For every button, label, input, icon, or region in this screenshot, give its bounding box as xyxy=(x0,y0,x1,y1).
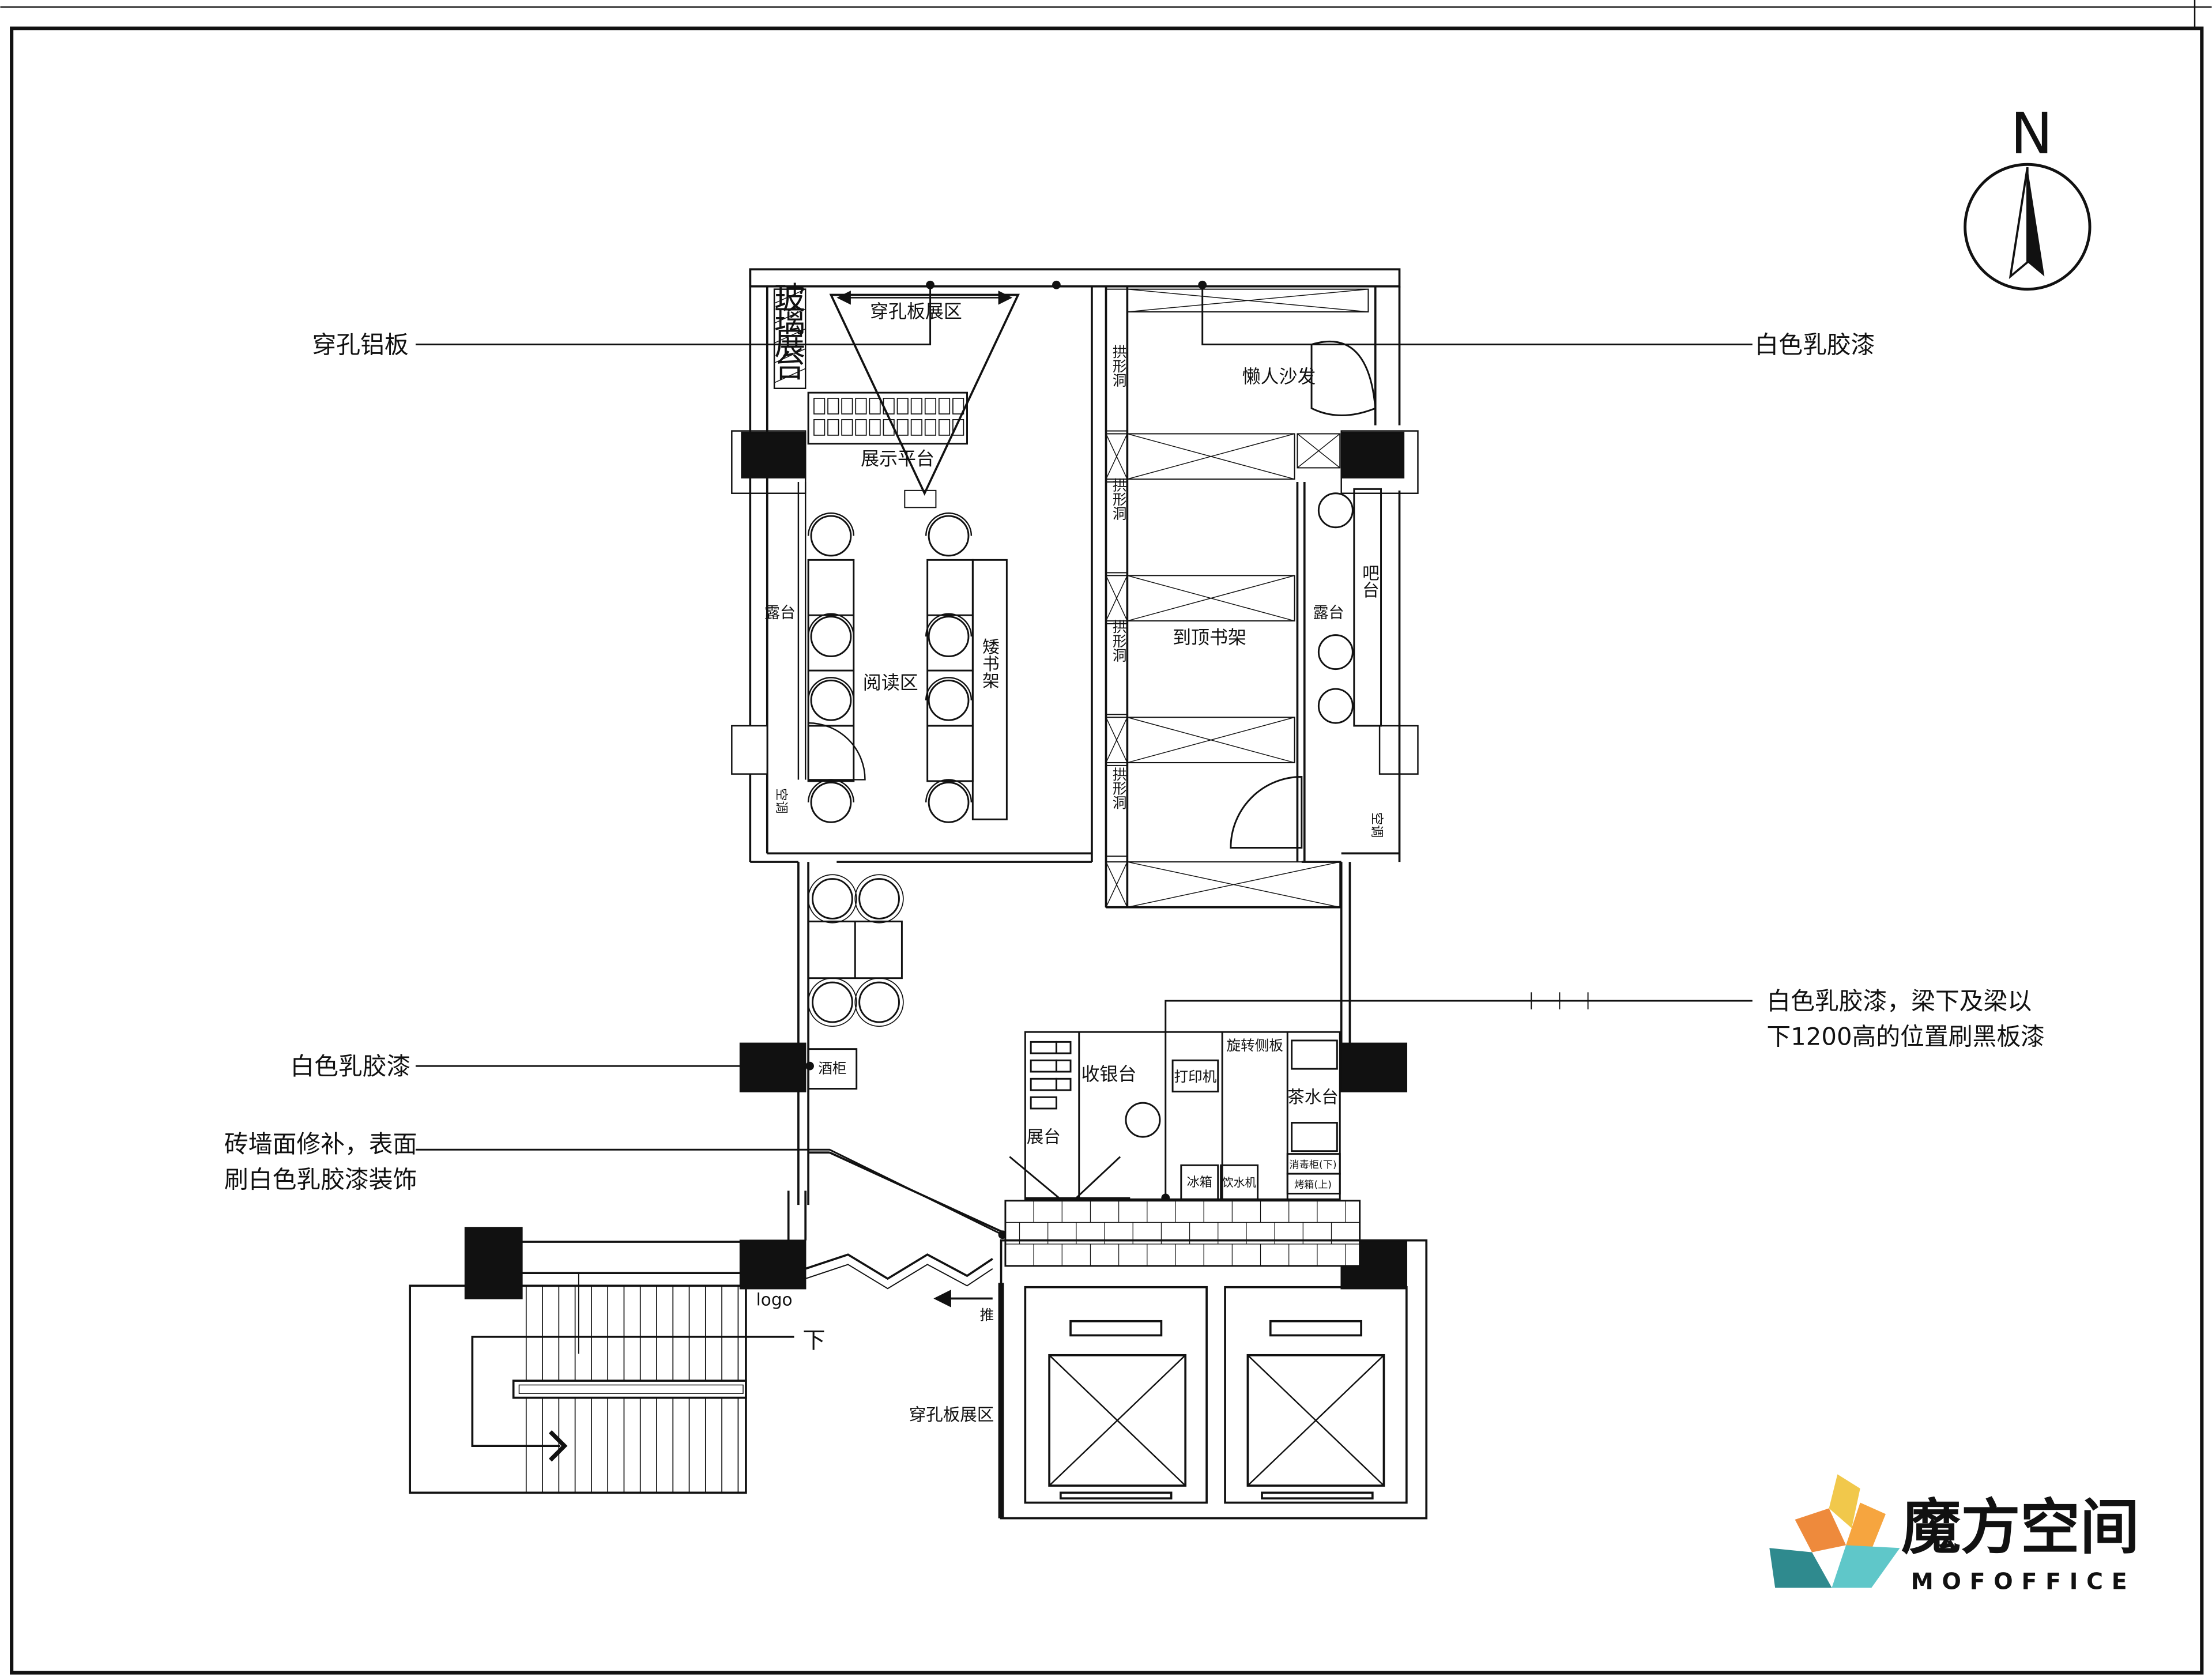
chair-icon xyxy=(807,779,855,823)
elevator-icon xyxy=(1024,1286,1208,1504)
entrance xyxy=(787,1151,1006,1307)
elevator-block xyxy=(998,1239,1428,1520)
staircase xyxy=(409,1241,794,1494)
tea-counter-label: 茶水台 xyxy=(1287,1087,1339,1107)
upper-left-room xyxy=(749,268,1401,1205)
ceiling-bookshelf xyxy=(1105,288,1369,908)
glass-display-char-1: 玻 xyxy=(774,280,805,316)
chair-icon xyxy=(854,874,904,924)
arch-hole-2: 拱形洞 xyxy=(1110,477,1127,520)
low-shelf-label: 矮书架 xyxy=(980,638,1000,689)
balcony-left-label: 露台 xyxy=(764,604,796,622)
annotation-blackboard-line1: 白色乳胶漆，梁下及梁以 xyxy=(1766,987,2032,1015)
structural-columns xyxy=(464,430,1419,1299)
balcony-right xyxy=(1230,488,1382,849)
svg-text:矮书架: 矮书架 xyxy=(980,638,1000,689)
chair-icon xyxy=(854,977,904,1027)
compass-north: N xyxy=(2010,101,2053,167)
chair-icon xyxy=(807,512,855,557)
annotation-perforated-aluminum: 穿孔铝板 xyxy=(312,330,408,359)
display-platform-label: 展示平台 xyxy=(861,448,934,470)
upper-right-room xyxy=(1105,286,1401,1043)
lazy-sofa: 懒人沙发 xyxy=(1242,341,1377,469)
chair-icon xyxy=(808,977,857,1027)
glass-display: 玻 璃 展 台 xyxy=(773,280,807,389)
annotation-brick-wall-line1: 砖墙面修补，表面 xyxy=(224,1130,417,1158)
rotating-board-label: 旋转侧板 xyxy=(1227,1037,1283,1054)
arch-hole-4: 拱形洞 xyxy=(1110,767,1127,809)
perforated-display-top-label: 穿孔板展区 xyxy=(870,300,962,322)
elevator-icon xyxy=(1224,1286,1408,1504)
perforated-display-top: 穿孔板展区 xyxy=(829,291,1020,496)
ac-right-label: 空调 xyxy=(1369,812,1384,838)
ac-left-label: 空调 xyxy=(774,788,789,813)
water-dispenser-label: 饮水机 xyxy=(1222,1176,1256,1189)
display-platform: 展示平台 xyxy=(807,391,968,508)
reading-area-label: 阅读区 xyxy=(863,672,918,694)
leader-lines xyxy=(415,285,1753,1236)
chair-icon xyxy=(808,874,857,924)
annotation-blackboard-line2: 下1200高的位置刷黑板漆 xyxy=(1766,1022,2045,1050)
brand-name-en: MOFOFFICE xyxy=(1911,1569,2136,1595)
balcony-left: 露台 空调 xyxy=(764,482,866,813)
ceiling-shelf-label: 到顶书架 xyxy=(1173,626,1246,648)
chair-icon xyxy=(925,512,973,557)
stair-arrow-icon xyxy=(548,1430,568,1462)
arch-hole-1: 拱形洞 xyxy=(1110,344,1127,387)
logo-label: logo xyxy=(756,1290,793,1310)
glass-display-char-2: 璃 xyxy=(774,303,805,339)
printer-label: 打印机 xyxy=(1174,1068,1217,1085)
brand-name-cn: 魔方空间 xyxy=(1901,1493,2139,1562)
fridge-label: 冰箱 xyxy=(1187,1175,1212,1190)
lazy-sofa-label: 懒人沙发 xyxy=(1242,365,1316,387)
chair-icon xyxy=(807,677,855,721)
display-counter-label: 展台 xyxy=(1027,1127,1061,1147)
push-label: 推 xyxy=(980,1306,994,1323)
chair-icon xyxy=(925,613,973,657)
service-area xyxy=(1009,1031,1341,1202)
chair-icon xyxy=(807,613,855,657)
disinfection-label-1: 消毒柜(下) xyxy=(1289,1159,1336,1171)
perforated-display-bottom-label: 穿孔板展区 xyxy=(909,1405,994,1424)
chair-icon xyxy=(925,677,973,721)
balcony-right-label: 露台 xyxy=(1313,604,1344,622)
down-label: 下 xyxy=(802,1328,825,1354)
annotation-white-latex-top-right: 白色乳胶漆 xyxy=(1755,330,1875,359)
cashier-label: 收银台 xyxy=(1081,1063,1136,1085)
brand-logo-icon xyxy=(1769,1474,1900,1588)
glass-display-char-4: 台 xyxy=(774,348,805,385)
brick-wall xyxy=(1004,1200,1361,1267)
chair-icon xyxy=(925,779,973,823)
annotation-brick-wall-line2: 刷白色乳胶漆装饰 xyxy=(224,1166,417,1194)
bar-counter-label: 吧台 xyxy=(1360,564,1380,598)
north-arrow-icon: N xyxy=(1964,101,2092,291)
annotation-white-latex-left: 白色乳胶漆 xyxy=(290,1052,410,1080)
dining-area xyxy=(807,874,904,1090)
arch-hole-3: 拱形洞 xyxy=(1110,619,1127,662)
disinfection-label-2: 烤箱(上) xyxy=(1294,1179,1332,1191)
reading-area xyxy=(807,512,1008,823)
wine-cabinet-label: 酒柜 xyxy=(818,1060,846,1076)
